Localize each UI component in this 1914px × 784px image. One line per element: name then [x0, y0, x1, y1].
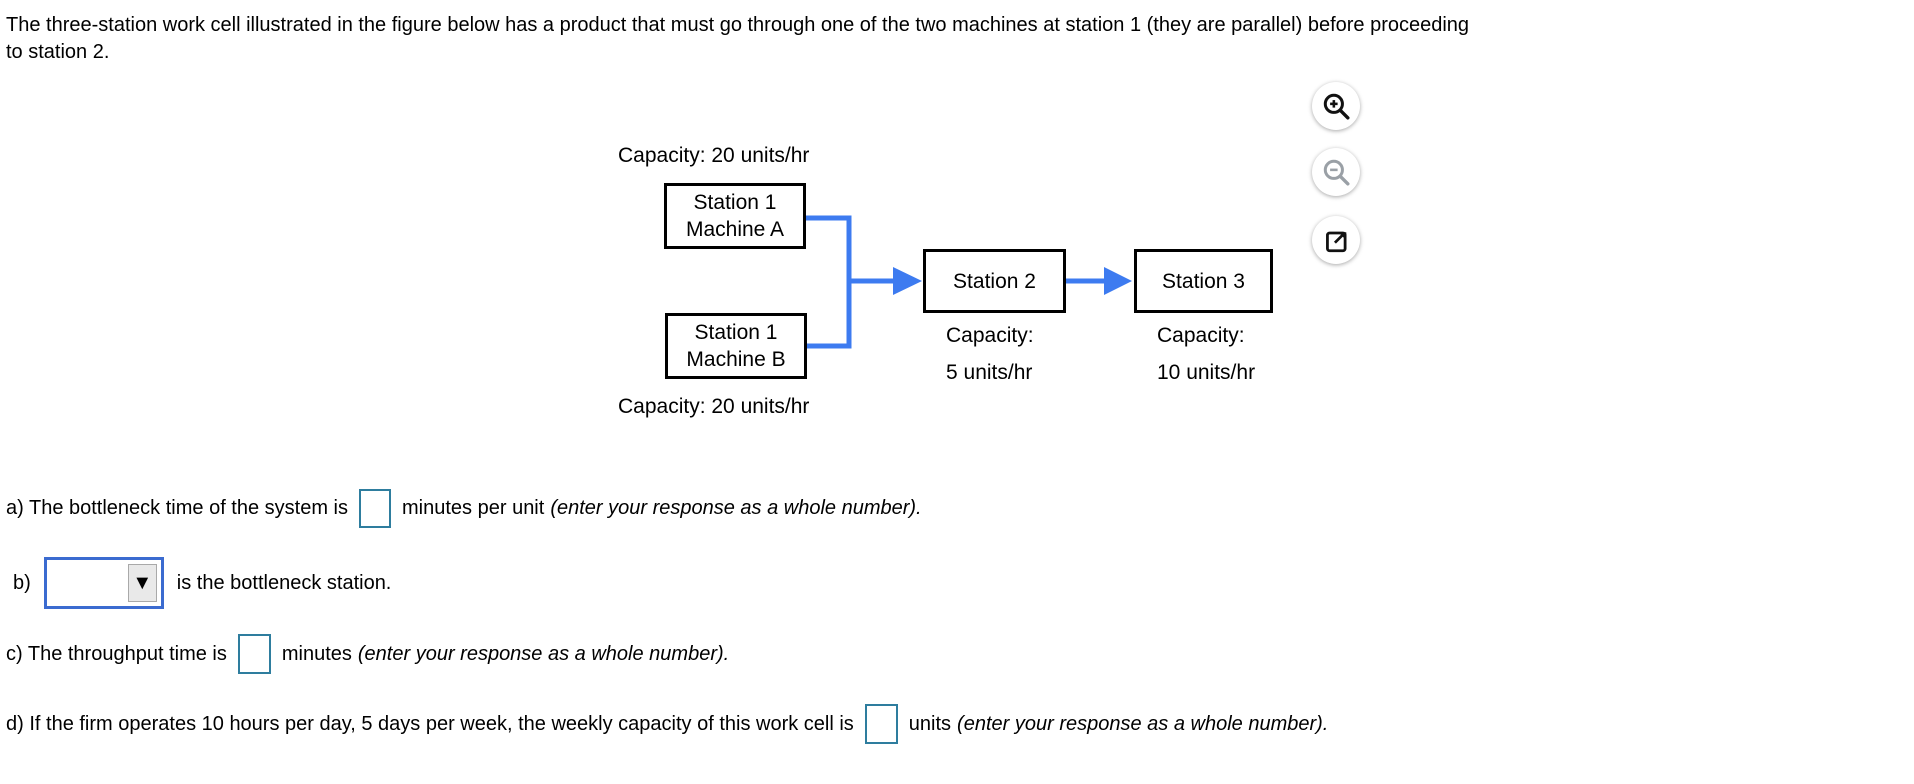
- question-a-note: (enter your response as a whole number).: [550, 496, 922, 519]
- station1-machine-b-box: Station 1 Machine B: [665, 313, 807, 379]
- question-d-prefix: d) If the firm operates 10 hours per day…: [6, 712, 854, 735]
- question-c-note: (enter your response as a whole number).: [357, 642, 730, 665]
- station1-machine-a-box: Station 1 Machine A: [664, 183, 806, 249]
- dropdown-arrow-icon: ▼: [132, 571, 153, 594]
- zoom-in-icon: [1323, 93, 1350, 120]
- station1-machine-a-line2: Machine A: [685, 218, 785, 241]
- arrow-to-station2-head: [893, 267, 922, 295]
- open-in-new-window-button[interactable]: [1312, 216, 1360, 264]
- intro-text-line1: The three-station work cell illustrated …: [6, 14, 1470, 36]
- question-b-prefix: b): [13, 571, 31, 594]
- station2-capacity-line2: 5 units/hr: [946, 361, 1033, 384]
- station1-machine-b-line1: Station 1: [694, 321, 778, 344]
- question-d-row: d) If the firm operates 10 hours per day…: [6, 704, 1328, 744]
- question-b-station-dropdown[interactable]: ▼: [43, 557, 164, 609]
- capacity-label-machine-b: Capacity: 20 units/hr: [618, 395, 810, 418]
- intro-text-line2: to station 2.: [6, 41, 110, 63]
- zoom-out-button[interactable]: [1312, 148, 1360, 196]
- station2-label: Station 2: [953, 269, 1036, 293]
- station1-machine-b-line2: Machine B: [686, 348, 786, 371]
- zoom-out-icon: [1323, 159, 1350, 186]
- station3-capacity-line1: Capacity:: [1157, 324, 1245, 347]
- question-a-middle: minutes per unit: [402, 496, 545, 519]
- station3-label: Station 3: [1162, 269, 1245, 293]
- question-d-middle: units: [908, 712, 952, 735]
- question-c-middle: minutes: [281, 642, 352, 665]
- question-d-note: (enter your response as a whole number).: [957, 712, 1329, 735]
- station3-capacity-line2: 10 units/hr: [1157, 361, 1256, 384]
- merge-bracket-line: [806, 215, 852, 349]
- question-c-row: c) The throughput time is minutes (enter…: [6, 634, 729, 674]
- question-a-answer-input[interactable]: [359, 488, 392, 528]
- station1-machine-a-line1: Station 1: [693, 191, 777, 214]
- capacity-label-machine-a: Capacity: 20 units/hr: [618, 144, 810, 167]
- question-c-prefix: c) The throughput time is: [6, 642, 227, 665]
- dropdown-button[interactable]: ▼: [127, 564, 157, 602]
- question-c-answer-input[interactable]: [237, 634, 271, 674]
- arrow-to-station3-head: [1104, 267, 1132, 295]
- question-a-prefix: a) The bottleneck time of the system is: [6, 496, 349, 519]
- question-b-row: b) ▼ is the bottleneck station.: [13, 557, 391, 609]
- question-d-answer-input[interactable]: [864, 704, 898, 744]
- station3-box: Station 3: [1134, 249, 1273, 313]
- question-b-suffix: is the bottleneck station.: [176, 571, 392, 594]
- station2-capacity-line1: Capacity:: [946, 324, 1034, 347]
- question-a-row: a) The bottleneck time of the system is …: [6, 488, 922, 528]
- station2-box: Station 2: [923, 249, 1066, 313]
- zoom-in-button[interactable]: [1312, 82, 1360, 130]
- open-in-new-icon: [1326, 231, 1347, 253]
